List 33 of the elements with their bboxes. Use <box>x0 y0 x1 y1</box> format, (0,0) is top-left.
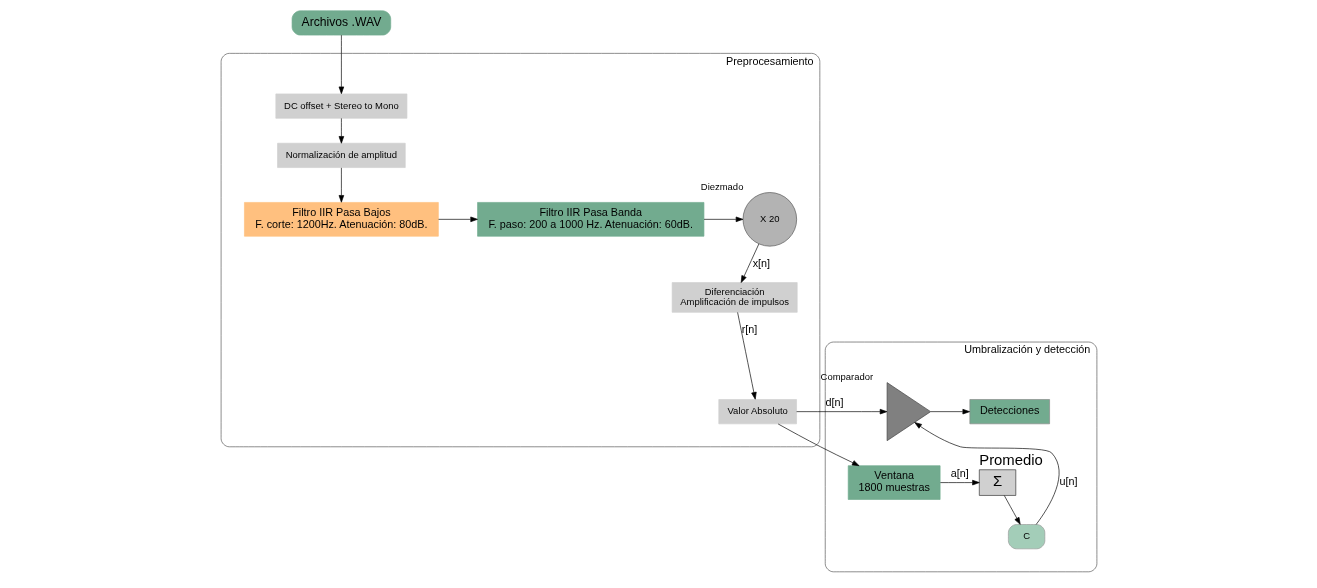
node-box: Detecciones <box>969 399 1050 425</box>
arrow <box>338 167 344 203</box>
node-circle: X 20 <box>742 192 797 247</box>
edge-label: d[n] <box>825 396 844 409</box>
arrow <box>703 216 743 223</box>
arrow <box>740 243 759 283</box>
node-label: Diezmado <box>700 181 743 192</box>
node-triangle <box>886 382 931 442</box>
node-box: Valor Absoluto <box>717 399 797 425</box>
arrow <box>736 312 757 400</box>
arrow <box>795 408 887 415</box>
node-box: Archivos .WAV <box>291 10 391 36</box>
edge-label: a[n] <box>950 467 969 480</box>
arrow <box>777 423 859 467</box>
arrow <box>1003 495 1021 525</box>
node-box: Ventana 1800 muestras <box>847 465 940 500</box>
node-box: DC offset + Stereo to Mono <box>275 93 407 119</box>
node-box: Normalización de amplitud <box>276 142 406 168</box>
arrow <box>437 216 478 223</box>
arrow <box>913 422 1059 525</box>
node-box: C <box>1007 524 1045 550</box>
node-box: Diferenciación Amplificación de impulsos <box>671 282 798 313</box>
arrow <box>929 408 970 415</box>
arrow <box>939 479 980 486</box>
edge-label: x[n] <box>752 256 770 269</box>
node-box: Σ <box>978 469 1016 496</box>
node-label: Promedio <box>978 452 1043 469</box>
node-box: Filtro IIR Pasa Banda F. paso: 200 a 1000 Hz. Atenuación: 60dB. <box>476 202 704 237</box>
edge-label: r[n] <box>741 323 757 336</box>
edge-label: u[n] <box>1059 475 1078 488</box>
node-box: Filtro IIR Pasa Bajos F. corte: 1200Hz. Atenuación: 80dB. <box>243 202 439 237</box>
arrow <box>338 118 344 144</box>
arrow <box>338 34 344 94</box>
